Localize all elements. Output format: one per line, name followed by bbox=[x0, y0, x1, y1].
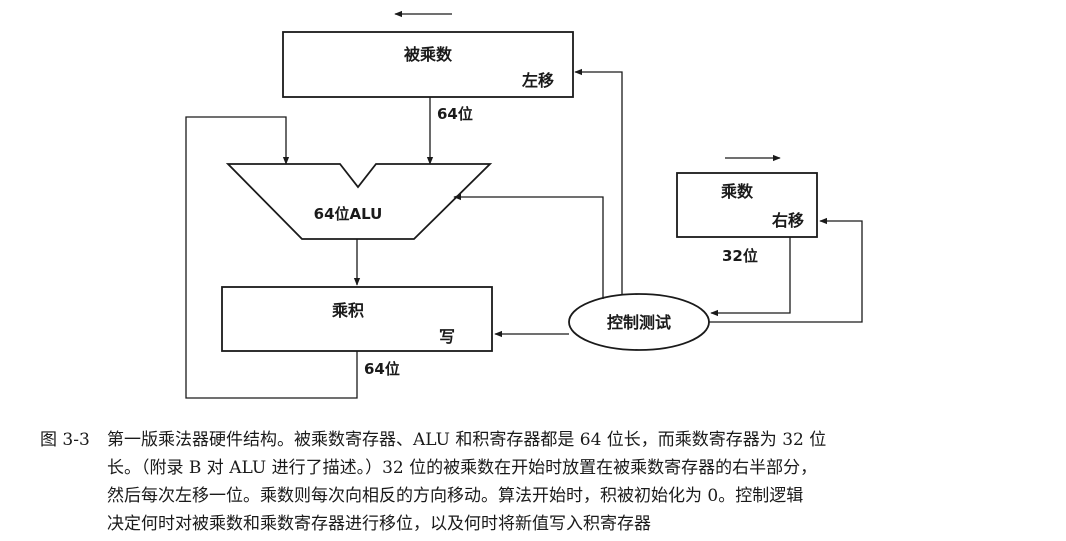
caption-line: 长。（附录 B 对 ALU 进行了描述。）32 位的被乘数在开始时放置在被乘数寄… bbox=[107, 458, 818, 478]
control-test-label: 控制测试 bbox=[607, 313, 671, 332]
multiplier-shift-label: 右移 bbox=[772, 211, 804, 230]
caption-line: 决定何时对被乘数和乘数寄存器进行移位，以及何时将新值写入积寄存器 bbox=[107, 514, 651, 534]
figure-number: 图 3-3 bbox=[40, 430, 90, 450]
multiplicand-register bbox=[282, 31, 574, 98]
figure-caption: 图 3-3 第一版乘法器硬件结构。被乘数寄存器、ALU 和积寄存器都是 64 位… bbox=[0, 415, 1066, 541]
product-width-label: 64位 bbox=[364, 360, 400, 378]
multiplier-label: 乘数 bbox=[720, 182, 754, 201]
multiplicand-shift-label: 左移 bbox=[521, 71, 554, 90]
product-write-label: 写 bbox=[439, 327, 455, 346]
control-to-multiplicand-arrow bbox=[574, 68, 623, 294]
product-label: 乘积 bbox=[331, 301, 364, 320]
multiplier-width-label: 32位 bbox=[722, 247, 758, 265]
alu-label: 64位ALU bbox=[314, 205, 383, 223]
caption-line: 然后每次左移一位。乘数则每次向相反的方向移动。算法开始时，积被初始化为 0。控制… bbox=[107, 486, 804, 506]
alu-shape bbox=[225, 163, 493, 240]
product-feedback-loop bbox=[185, 116, 358, 399]
control-to-multiplier-arrow bbox=[709, 217, 863, 323]
multiplicand-width-label: 64位 bbox=[437, 105, 473, 123]
multiplier-register bbox=[676, 172, 818, 238]
control-to-alu-arrow bbox=[453, 193, 604, 299]
caption-line: 第一版乘法器硬件结构。被乘数寄存器、ALU 和积寄存器都是 64 位长，而乘数寄… bbox=[107, 430, 827, 450]
multiplicand-label: 被乘数 bbox=[404, 45, 453, 64]
multiplier-to-control-arrow bbox=[710, 237, 791, 317]
multiplier-hardware-diagram: 被乘数 左移 64位 64位ALU 乘积 写 64位 乘数 右移 32位 控制测… bbox=[185, 10, 863, 399]
